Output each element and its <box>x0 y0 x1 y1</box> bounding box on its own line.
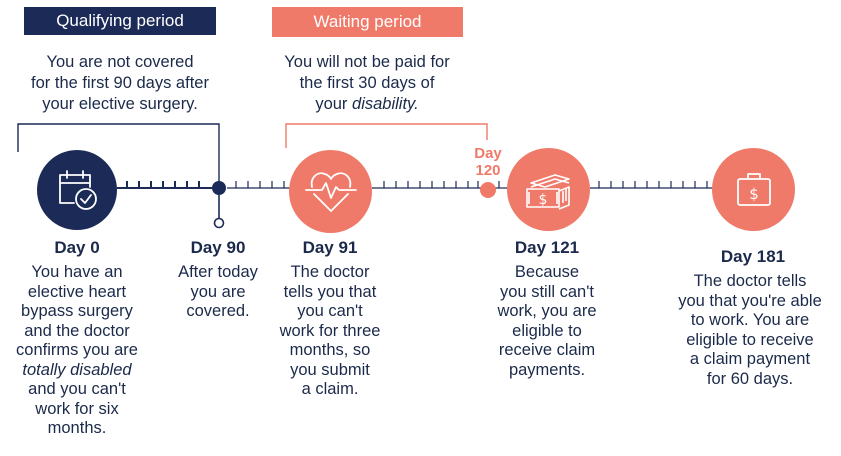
timeline-ticks-covered <box>126 181 200 188</box>
day-91-description: The doctor tells you that you can't work… <box>265 263 395 400</box>
day-121-description: Because you still can't work, you are el… <box>482 263 612 380</box>
description-line: payments. <box>508 360 586 379</box>
day-90-label: Day 90 <box>190 238 246 257</box>
day-120-number: 120 <box>475 162 501 179</box>
day-91-circle <box>289 150 372 233</box>
waiting-line: You will not be paid for <box>284 53 450 71</box>
description-line: and the doctor <box>24 321 130 340</box>
money-stack-icon: $ <box>525 173 570 210</box>
waiting-line-italic: disability. <box>352 95 419 113</box>
description-line: for 60 days. <box>706 369 794 388</box>
day-0-label: Day 0 <box>54 238 100 257</box>
description-line: The doctor <box>290 263 370 281</box>
day-120-word: Day <box>474 145 502 162</box>
waiting-line-start: your <box>315 95 353 113</box>
description-line: bypass surgery <box>21 302 133 320</box>
description-line: a claim payment <box>689 350 811 368</box>
description-line: you still can't <box>500 282 594 301</box>
briefcase-dollar-icon: $ <box>736 172 771 206</box>
day-121-label: Day 121 <box>514 238 580 257</box>
svg-text:$: $ <box>749 185 759 203</box>
day-90-description: After today you are covered. <box>163 263 273 322</box>
description-line: The doctor tells <box>693 272 807 290</box>
qualifying-period-tag: Qualifying period <box>24 7 216 35</box>
qualifying-line: for the first 90 days after <box>31 74 209 92</box>
waiting-line: the first 30 days of <box>299 74 435 92</box>
qualifying-description: You are not covered for the first 90 day… <box>10 52 230 115</box>
day-91-label: Day 91 <box>302 238 358 257</box>
description-line: work, you are <box>497 302 597 320</box>
day-181-circle: $ <box>712 148 795 231</box>
waiting-period-label: Waiting period <box>313 12 422 31</box>
qualifying-period-label: Qualifying period <box>56 11 184 30</box>
description-line: tells you that <box>283 282 377 301</box>
description-line: a claim. <box>301 380 359 398</box>
description-line: you are <box>190 282 246 301</box>
waiting-description: You will not be paid for the first 30 da… <box>262 52 472 115</box>
description-line: Because <box>514 263 580 281</box>
qualifying-bracket <box>17 123 220 185</box>
description-line: eligible to <box>512 321 582 340</box>
description-line: You have an <box>31 263 123 281</box>
waiting-line: your disability. <box>262 94 472 115</box>
description-line: and you can't <box>28 380 126 398</box>
description-line: you submit <box>290 360 370 379</box>
waiting-bracket <box>285 123 488 148</box>
day-181-label: Day 181 <box>720 247 786 266</box>
day-121-circle: $ <box>507 148 590 231</box>
description-line: After today <box>178 263 258 281</box>
svg-text:$: $ <box>538 192 547 208</box>
qualifying-line: You are not covered <box>46 53 194 71</box>
day-120-dot <box>480 182 496 198</box>
day-0-description: You have an elective heart bypass surger… <box>6 263 148 439</box>
description-line-italic: totally disabled <box>22 360 132 379</box>
waiting-period-tag: Waiting period <box>272 7 463 37</box>
qualifying-line: your elective surgery. <box>42 95 198 113</box>
description-line: receive claim <box>498 341 596 359</box>
calendar-check-icon <box>59 170 97 210</box>
description-line: work for six <box>35 399 119 418</box>
description-line: work for three <box>279 321 381 340</box>
description-line: elective heart <box>27 282 127 301</box>
day-120-label: Day 120 <box>466 145 510 179</box>
description-line: months, so <box>289 341 371 359</box>
heart-pulse-icon <box>304 171 357 212</box>
description-line: months. <box>47 419 107 437</box>
timeline-ticks <box>235 181 708 188</box>
description-line: eligible to receive <box>686 330 814 349</box>
description-line: you that you're able <box>678 291 822 310</box>
description-line: you can't <box>297 302 363 320</box>
description-line: confirms you are <box>16 341 138 359</box>
day-181-description: The doctor tells you that you're able to… <box>660 272 840 389</box>
description-line: to work. You are <box>690 311 810 329</box>
day-0-circle <box>37 150 117 230</box>
description-line: covered. <box>186 302 250 320</box>
day-90-pin <box>212 181 226 229</box>
